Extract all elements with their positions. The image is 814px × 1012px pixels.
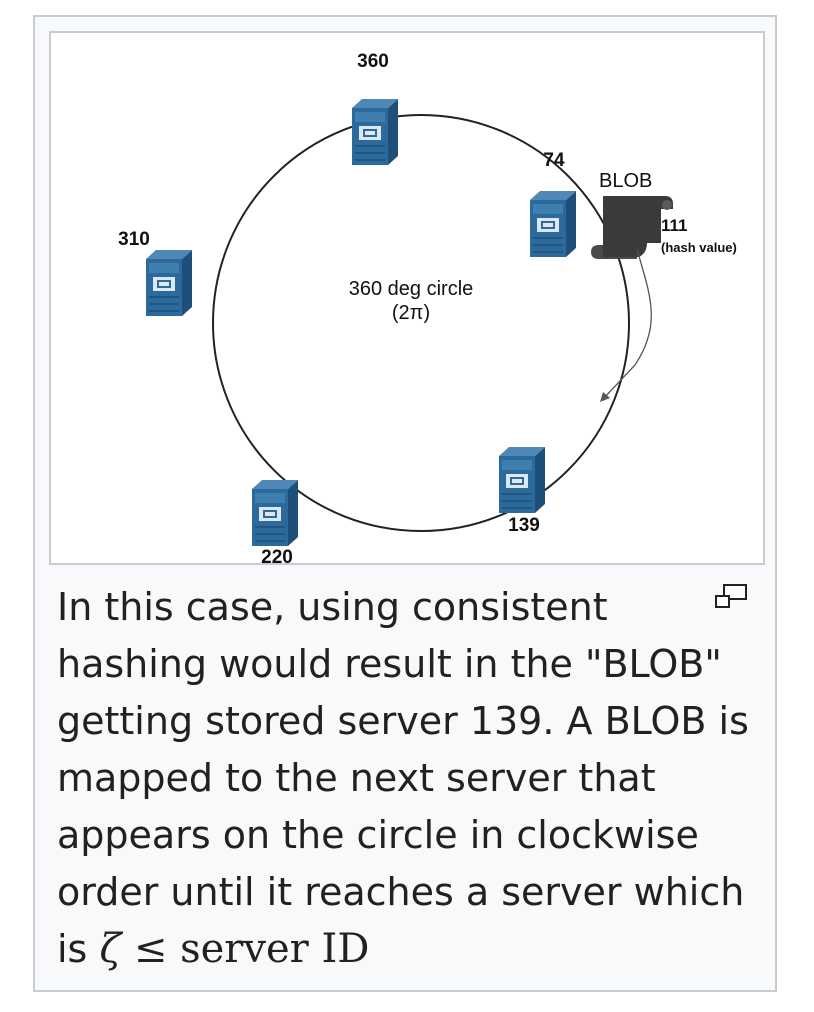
figure-thumbnail: 360 deg circle (2π) 360 74 310 139 — [33, 15, 777, 992]
math-zeta: ζ — [99, 926, 122, 972]
server-label-220: 220 — [261, 547, 293, 563]
consistent-hashing-diagram: 360 deg circle (2π) 360 74 310 139 — [118, 51, 737, 563]
center-label: 360 deg circle — [349, 278, 474, 300]
server-139: 139 — [498, 446, 546, 536]
diagram-image[interactable]: 360 deg circle (2π) 360 74 310 139 — [49, 31, 765, 565]
server-360: 360 — [351, 51, 399, 166]
caption-math: ζ ≤ server ID — [99, 926, 369, 972]
hash-ring — [212, 114, 630, 532]
server-icon — [351, 98, 399, 166]
server-label-74: 74 — [543, 150, 565, 171]
math-server-id: server ID — [180, 926, 370, 972]
caption-text: In this case, using consistent hashing w… — [57, 585, 749, 971]
server-icon — [145, 249, 193, 317]
blob: BLOB 111 (hash value) — [591, 170, 737, 402]
math-le: ≤ — [133, 926, 168, 972]
server-icon — [529, 190, 577, 258]
server-220: 220 — [251, 479, 299, 563]
blob-arrow — [603, 248, 652, 399]
server-74: 74 — [529, 150, 577, 258]
arrow-head — [600, 392, 610, 402]
blob-hash: 111 — [661, 216, 688, 235]
server-label-139: 139 — [508, 515, 540, 536]
blob-label: BLOB — [599, 170, 652, 192]
figure-caption: In this case, using consistent hashing w… — [57, 579, 757, 978]
scroll-icon — [591, 196, 673, 259]
server-label-310: 310 — [118, 229, 150, 250]
blob-hash-note: (hash value) — [661, 240, 737, 255]
server-icon — [498, 446, 546, 514]
server-label-360: 360 — [357, 51, 389, 72]
center-sublabel: (2π) — [392, 302, 430, 324]
magnify-clip-icon[interactable] — [713, 583, 749, 611]
server-310: 310 — [118, 229, 193, 317]
server-icon — [251, 479, 299, 547]
